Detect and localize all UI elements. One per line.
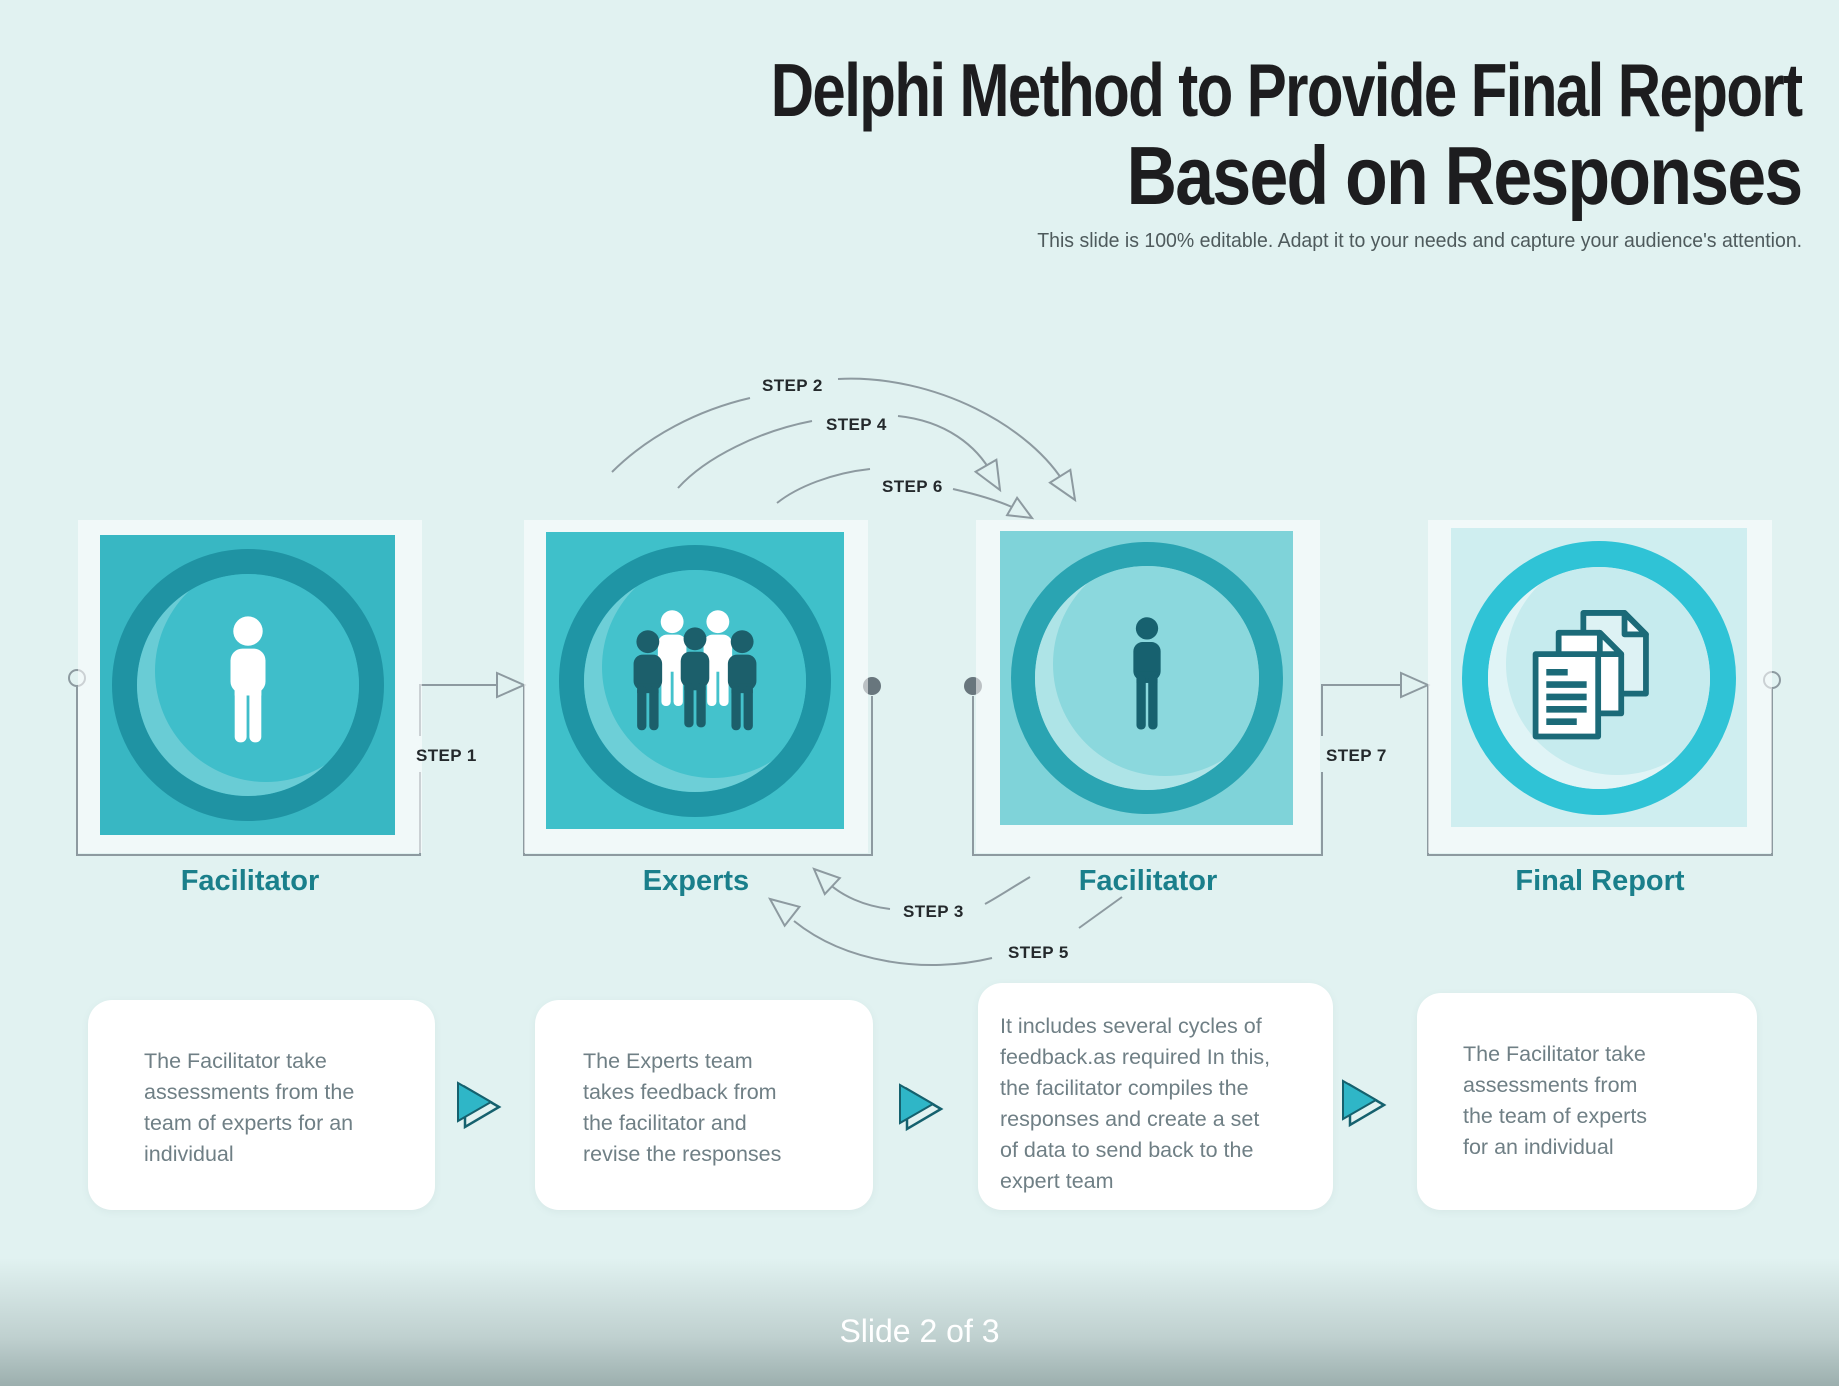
- step5-arc-left: [793, 920, 993, 966]
- step-4-label: STEP 4: [826, 415, 887, 434]
- bracket-3-line-upper: [1321, 684, 1400, 736]
- bracket-1-line-upper: [419, 684, 496, 736]
- title-subtitle: This slide is 100% editable. Adapt it to…: [1037, 229, 1802, 252]
- step4-arc-right: [897, 415, 993, 475]
- stage-facilitator-1: Facilitator: [78, 520, 422, 897]
- step7-arrowhead: [1400, 671, 1431, 699]
- person-icon: [230, 616, 265, 743]
- step6-arc-left: [776, 468, 871, 504]
- card-text: It includes several cycles of feedback.a…: [1000, 1014, 1271, 1193]
- card-arrow-1: [457, 1081, 502, 1130]
- stage-ring: [1462, 540, 1736, 815]
- step2-arc-right: [837, 377, 1067, 487]
- stage-square: [546, 532, 844, 829]
- step4-arrowhead: [973, 458, 1002, 493]
- bracket-3-line: [972, 696, 1323, 856]
- card-text: The Facilitator take assessments from th…: [1463, 1042, 1648, 1159]
- card-final-report: The Facilitator take assessments from th…: [1417, 993, 1757, 1210]
- stage-ring: [1010, 542, 1283, 814]
- step3-arrowhead: [812, 867, 842, 896]
- stage-label-facilitator-2: Facilitator: [1078, 865, 1218, 897]
- step-6-label: STEP 6: [882, 477, 943, 496]
- card-arrow-3: [1342, 1079, 1387, 1128]
- people-group-icon: [633, 609, 757, 730]
- title-block: Delphi Method to Provide Final Report Ba…: [513, 48, 1804, 253]
- footer-bar: Slide 2 of 3: [0, 1258, 1839, 1386]
- card-experts: The Experts team takes feedback from the…: [535, 1000, 873, 1210]
- card-text: The Experts team takes feedback from the…: [583, 1049, 782, 1166]
- stage-label-facilitator-1: Facilitator: [180, 865, 320, 897]
- stage-facilitator-2: Facilitator: [976, 520, 1320, 897]
- stage-square: [100, 535, 395, 835]
- step2-arrowhead: [1048, 468, 1077, 503]
- documents-icon: [1532, 609, 1649, 739]
- step-1-label: STEP 1: [416, 746, 477, 765]
- step5-arrowhead: [767, 897, 802, 928]
- step-7-label: STEP 7: [1326, 746, 1387, 765]
- stage-ring: [559, 544, 831, 817]
- stage-ring: [111, 549, 384, 821]
- slide-indicator: Slide 2 of 3: [839, 1313, 1000, 1349]
- step-2-label: STEP 2: [762, 376, 823, 395]
- step3-arc-right: [984, 876, 1031, 905]
- page-title-line2: Based on Responses: [1127, 129, 1804, 222]
- step2-arc-left: [611, 397, 751, 473]
- step-5-label: STEP 5: [1008, 943, 1069, 962]
- stage-experts: Experts: [524, 520, 868, 897]
- card-arrow-2: [899, 1083, 944, 1132]
- stage-label-experts: Experts: [642, 865, 750, 897]
- stage-label-final-report: Final Report: [1515, 865, 1685, 897]
- step1-arrowhead: [496, 671, 527, 699]
- step6-arc-right: [952, 488, 1013, 508]
- stage-final-report: Final Report: [1428, 520, 1772, 897]
- card-text: The Facilitator take assessments from th…: [144, 1049, 355, 1166]
- stage-square: [1451, 528, 1747, 827]
- step6-arrowhead: [1005, 496, 1035, 520]
- step-3-label: STEP 3: [903, 902, 964, 921]
- person-icon: [1132, 617, 1161, 730]
- stage-square: [1000, 531, 1293, 825]
- step4-arc-left: [677, 420, 813, 489]
- step5-arc-right: [1078, 896, 1123, 929]
- card-feedback-cycles: It includes several cycles of feedback.a…: [978, 983, 1333, 1210]
- card-facilitator-1: The Facilitator take assessments from th…: [88, 1000, 435, 1210]
- page-title-line1: Delphi Method to Provide Final Report: [771, 48, 1803, 132]
